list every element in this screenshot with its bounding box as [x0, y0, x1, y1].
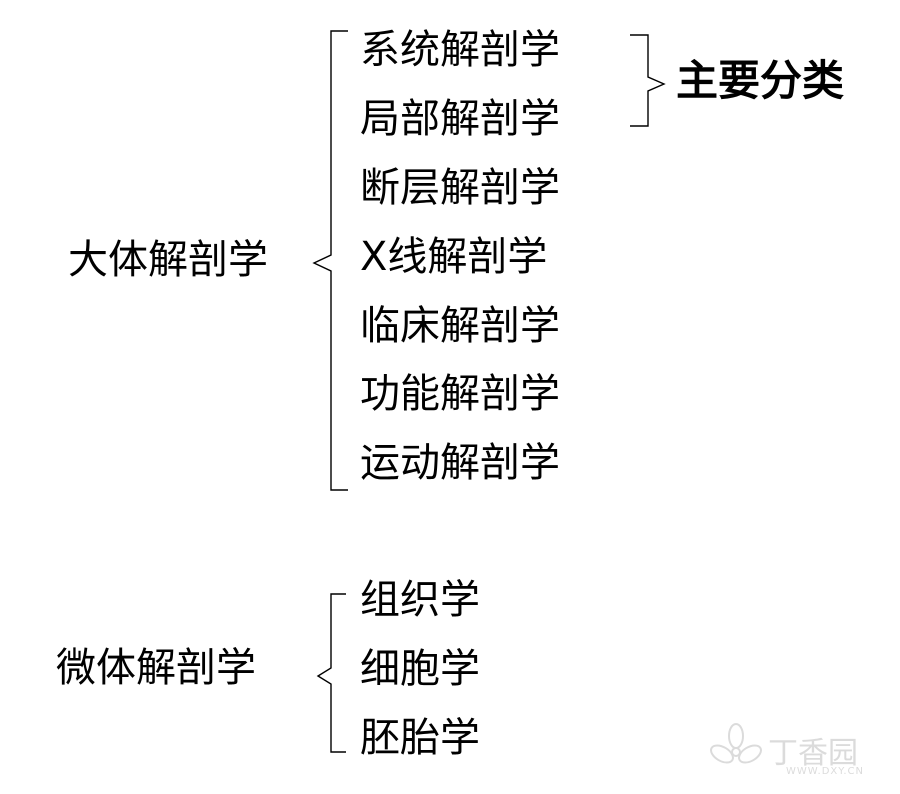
micro-anatomy-brace — [316, 593, 346, 753]
gross-item-regional: 局部解剖学 — [360, 96, 560, 142]
flower-logo-icon — [710, 723, 762, 764]
gross-item-functional: 功能解剖学 — [360, 371, 560, 417]
watermark-brand: 丁香园 — [768, 736, 858, 771]
micro-anatomy-root: 微体解剖学 — [56, 645, 256, 691]
dxy-watermark: 丁香园 WWW.DXY.CN — [708, 722, 888, 782]
gross-item-xray: X线解剖学 — [360, 234, 548, 280]
micro-item-embryology: 胚胎学 — [360, 715, 480, 761]
gross-item-clinical: 临床解剖学 — [360, 303, 560, 349]
watermark-url: WWW.DXY.CN — [786, 766, 864, 777]
gross-anatomy-brace — [312, 30, 348, 491]
micro-item-cytology: 细胞学 — [360, 646, 480, 692]
gross-item-sectional: 断层解剖学 — [360, 165, 560, 211]
main-category-label: 主要分类 — [676, 56, 845, 105]
gross-anatomy-root: 大体解剖学 — [68, 237, 268, 283]
gross-item-locomotor: 运动解剖学 — [360, 440, 560, 486]
micro-item-histology: 组织学 — [360, 577, 480, 623]
main-category-brace — [630, 34, 666, 127]
gross-item-systematic: 系统解剖学 — [360, 27, 560, 73]
